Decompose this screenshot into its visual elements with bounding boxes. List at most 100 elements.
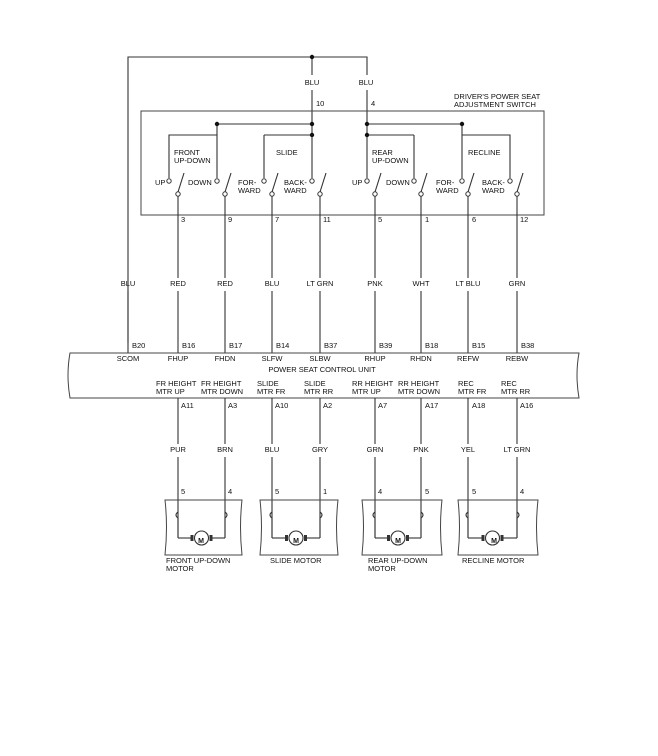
feed-wire-color-right: BLU xyxy=(359,78,374,87)
motor-pin: 5 xyxy=(275,487,279,496)
motor-wire-color: GRN xyxy=(367,445,384,454)
motor-icon xyxy=(390,530,406,546)
wire-color: PNK xyxy=(367,279,382,288)
unit-output-label-1: SLIDE xyxy=(304,379,326,388)
unit-output-pin: A10 xyxy=(275,401,288,410)
unit-pin: B38 xyxy=(521,341,534,350)
position-label-forward-slide-1: FOR- xyxy=(238,178,257,187)
unit-pin: B39 xyxy=(379,341,392,350)
switch-pin: 5 xyxy=(378,215,382,224)
unit-output-label-2: MTR UP xyxy=(352,387,381,396)
motor-pin: 5 xyxy=(181,487,185,496)
motor-connector-icon xyxy=(465,511,469,519)
feed-wire-color-left: BLU xyxy=(305,78,320,87)
motor-brush-icon xyxy=(500,535,504,541)
unit-pin: B15 xyxy=(472,341,485,350)
motor-name-line1: REAR UP-DOWN xyxy=(368,556,428,565)
unit-pin-name: RHUP xyxy=(364,354,385,363)
unit-output-pin: A2 xyxy=(323,401,332,410)
unit-pin-name: SLFW xyxy=(262,354,284,363)
unit-output-label-2: MTR FR xyxy=(257,387,286,396)
group-label-slide: SLIDE xyxy=(276,148,298,157)
wire-color-scom: BLU xyxy=(121,279,136,288)
wire-color: RED xyxy=(217,279,233,288)
motor-pin: 4 xyxy=(228,487,232,496)
switch-blade-terminal xyxy=(465,191,471,197)
motor-housing xyxy=(457,499,539,556)
switch-pin: 1 xyxy=(425,215,429,224)
switch-blade-terminal xyxy=(317,191,323,197)
switch-contacts xyxy=(166,172,524,197)
unit-output-label-1: RR HEIGHT xyxy=(352,379,394,388)
switch-contact-terminal xyxy=(214,178,220,184)
motor-housing xyxy=(259,499,339,556)
unit-output-label-2: MTR DOWN xyxy=(201,387,243,396)
unit-output-label-2: MTR RR xyxy=(501,387,531,396)
position-label-down-rear: DOWN xyxy=(386,178,410,187)
position-label-backward-slide-2: WARD xyxy=(284,186,307,195)
unit-pin-name: FHUP xyxy=(168,354,188,363)
motor-labels: 5 4 5 1 4 5 5 4 M M M M FRONT UP-DOWN MO… xyxy=(166,487,525,573)
switch-pin: 11 xyxy=(323,215,331,224)
position-label-up-rear: UP xyxy=(352,178,362,187)
motor xyxy=(361,499,443,556)
unit-output-label-2: MTR UP xyxy=(156,387,185,396)
motor xyxy=(164,499,243,556)
motor-housing xyxy=(361,499,443,556)
power-feed: BLU BLU 10 4 xyxy=(127,54,375,343)
switch-title-line2: ADJUSTMENT SWITCH xyxy=(454,100,536,109)
unit-output-pin: A16 xyxy=(520,401,533,410)
position-label-forward-slide-2: WARD xyxy=(238,186,261,195)
harness-wire-labels: BLU RED RED BLU LT GRN PNK WHT LT BLU GR… xyxy=(121,279,526,288)
switch-pin: 9 xyxy=(228,215,232,224)
motor-symbol: M xyxy=(395,538,401,545)
unit-output-label-2: MTR DOWN xyxy=(398,387,440,396)
wire-color: RED xyxy=(170,279,186,288)
motor-connector-icon xyxy=(175,511,179,519)
switch-blade xyxy=(420,172,428,193)
wire-color: LT BLU xyxy=(456,279,481,288)
position-label-up-front: UP xyxy=(155,178,165,187)
switch-blade-terminal xyxy=(372,191,378,197)
feed-pin-left: 10 xyxy=(316,99,324,108)
unit-pin: B14 xyxy=(276,341,289,350)
motor-connector-icon xyxy=(420,511,424,519)
unit-pin: B20 xyxy=(132,341,145,350)
motor-icon xyxy=(484,530,501,546)
motor-wire-color: YEL xyxy=(461,445,475,454)
unit-pin-name: REFW xyxy=(457,354,480,363)
motor-wire-color: LT GRN xyxy=(504,445,531,454)
unit-output-label-1: REC xyxy=(458,379,474,388)
switch-blade-terminal xyxy=(269,191,275,197)
switch-blade xyxy=(224,172,232,193)
switch-blade-terminal xyxy=(514,191,520,197)
switch-box xyxy=(140,110,545,216)
group-label-rear-updown-1: REAR xyxy=(372,148,393,157)
control-unit-outline xyxy=(67,352,580,399)
switch-contact-terminal xyxy=(411,178,417,184)
motor-symbol: M xyxy=(293,538,299,545)
motor-symbol: M xyxy=(198,538,204,545)
switch-title-line1: DRIVER'S POWER SEAT xyxy=(454,92,541,101)
unit-output-label-2: MTR RR xyxy=(304,387,334,396)
motor-pin: 4 xyxy=(520,487,524,496)
motor-name-line2: MOTOR xyxy=(368,564,396,573)
group-label-recline: RECLINE xyxy=(468,148,501,157)
motor-name-line1: FRONT UP-DOWN xyxy=(166,556,230,565)
switch-blade xyxy=(271,172,279,193)
position-label-backward-recline-2: WARD xyxy=(482,186,505,195)
motor-symbol: M xyxy=(491,538,497,545)
position-label-down-front: DOWN xyxy=(188,178,212,187)
power-seat-control-unit: POWER SEAT CONTROL UNIT B20 SCOM B16 FHU… xyxy=(67,341,580,410)
motor-icon xyxy=(193,530,210,546)
position-label-forward-recline-1: FOR- xyxy=(436,178,455,187)
switch-blade-terminal xyxy=(418,191,424,197)
motor-brush-icon xyxy=(304,535,307,541)
unit-output-pin: A17 xyxy=(425,401,438,410)
switch-blade-terminal xyxy=(175,191,181,197)
motor-wires xyxy=(177,398,518,538)
unit-pin: B16 xyxy=(182,341,195,350)
unit-pin-name: SLBW xyxy=(309,354,331,363)
group-label-rear-updown-2: UP-DOWN xyxy=(372,156,409,165)
